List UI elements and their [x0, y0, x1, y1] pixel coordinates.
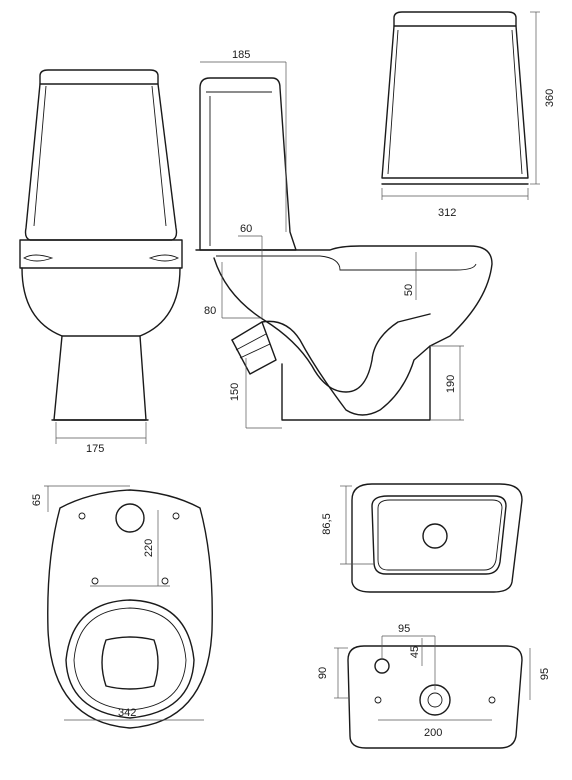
dim-tank-bottom-span: 200 — [424, 727, 442, 739]
dim-bowl-length: 342 — [118, 707, 136, 719]
dim-tank-inner-depth: 86,5 — [321, 513, 333, 534]
dim-outlet-height: 150 — [229, 383, 241, 401]
dimension-labels: 185 360 312 60 80 50 150 190 175 65 220 … — [31, 49, 556, 739]
dim-tank-width: 312 — [438, 207, 456, 219]
dim-tank-height: 360 — [544, 89, 556, 107]
dim-tank-bottom-offset: 95 — [398, 623, 410, 635]
dim-outlet-height-low: 80 — [204, 305, 216, 317]
dim-base-height: 190 — [445, 375, 457, 393]
dim-tank-bottom-95: 95 — [539, 668, 551, 680]
tank-front-view — [381, 11, 540, 200]
front-view — [19, 69, 183, 444]
dim-water-depth: 50 — [403, 284, 415, 296]
tank-bottom-view — [334, 635, 531, 749]
side-section-view — [195, 61, 493, 429]
dim-inlet-setback: 60 — [240, 223, 252, 235]
dim-base-width: 175 — [86, 443, 104, 455]
dim-tank-depth: 185 — [232, 49, 250, 61]
dim-tank-bottom-90: 90 — [317, 667, 329, 679]
tank-top-view — [340, 483, 523, 593]
dim-fix-spacing: 220 — [143, 539, 155, 557]
dim-tank-bottom-hole: 45 — [409, 646, 421, 658]
bowl-top-view — [44, 485, 213, 729]
dim-fix-offset: 65 — [31, 494, 43, 506]
